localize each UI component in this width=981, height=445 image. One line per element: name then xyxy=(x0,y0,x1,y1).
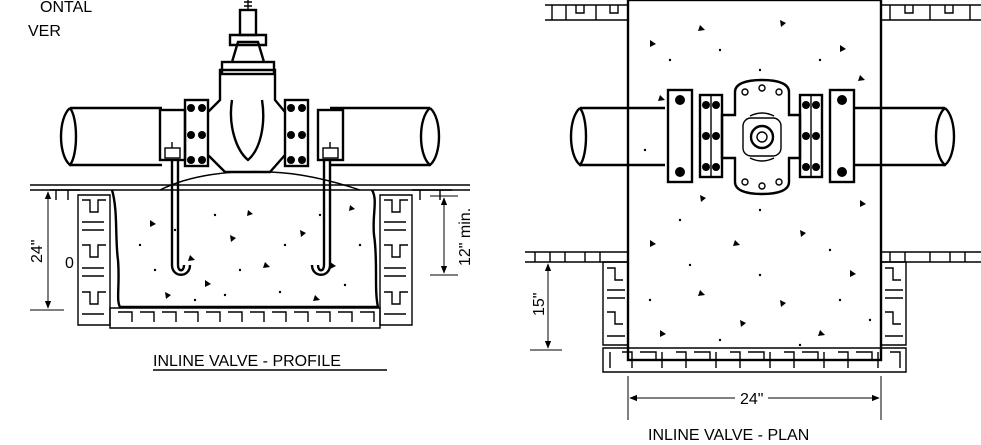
plan-dim-depth-label: 15" xyxy=(531,293,548,316)
plan-soil-bottom xyxy=(602,347,907,373)
profile-aggregate xyxy=(138,205,362,302)
gate-valve-icon xyxy=(183,0,310,174)
profile-anchor-left xyxy=(170,160,192,276)
plan-dim-width: 24" xyxy=(627,376,882,420)
plan-dim-width-label: 24" xyxy=(740,391,763,408)
profile-dim-cover: 12" min. xyxy=(430,195,474,276)
plan-support-right xyxy=(828,88,856,184)
plan-concrete-slab xyxy=(626,0,883,362)
profile-concrete-block xyxy=(110,189,380,309)
corner-note-line2: VER xyxy=(28,23,61,40)
profile-anchor-left-inner xyxy=(176,160,186,272)
profile-anchor-right xyxy=(310,160,332,276)
plan-dim-depth: 15" xyxy=(530,261,562,351)
profile-pipe xyxy=(59,106,441,167)
profile-soil-bottom xyxy=(109,307,381,329)
profile-dim-depth-label: 24" xyxy=(29,240,46,263)
profile-dim-depth: 24" xyxy=(29,189,64,311)
profile-dim-zero-label: 0 xyxy=(65,255,74,272)
plan-soil-left xyxy=(525,251,629,346)
profile-anchor-right-inner xyxy=(316,160,326,272)
profile-pipe-clamp-right xyxy=(316,108,345,162)
plan-soil-top-left xyxy=(545,4,628,21)
profile-view: 24" 0 12" min. INLINE VALVE - PROFILE xyxy=(29,0,474,371)
plan-title: INLINE VALVE - PLAN xyxy=(648,427,809,444)
plan-flange-right xyxy=(798,93,824,179)
plan-valve-bonnet-icon xyxy=(720,78,802,196)
profile-pipe-clamp-left xyxy=(158,108,187,162)
corner-note-line1: ONTAL xyxy=(40,0,92,16)
profile-title: INLINE VALVE - PROFILE xyxy=(153,353,341,370)
plan-aggregate xyxy=(643,20,872,347)
profile-soil-right xyxy=(379,189,452,326)
plan-flange-left xyxy=(698,93,724,179)
corner-note: ONTAL VER xyxy=(28,0,92,40)
plan-support-left xyxy=(666,88,694,184)
plan-view: 15" 24" INLINE VALVE - PLAN xyxy=(525,0,981,444)
plan-soil-top-right xyxy=(881,4,981,21)
plan-soil-right xyxy=(880,251,981,346)
profile-soil-left xyxy=(50,189,111,326)
profile-dim-cover-label: 12" min. xyxy=(457,208,474,266)
plan-pipe xyxy=(569,106,956,167)
